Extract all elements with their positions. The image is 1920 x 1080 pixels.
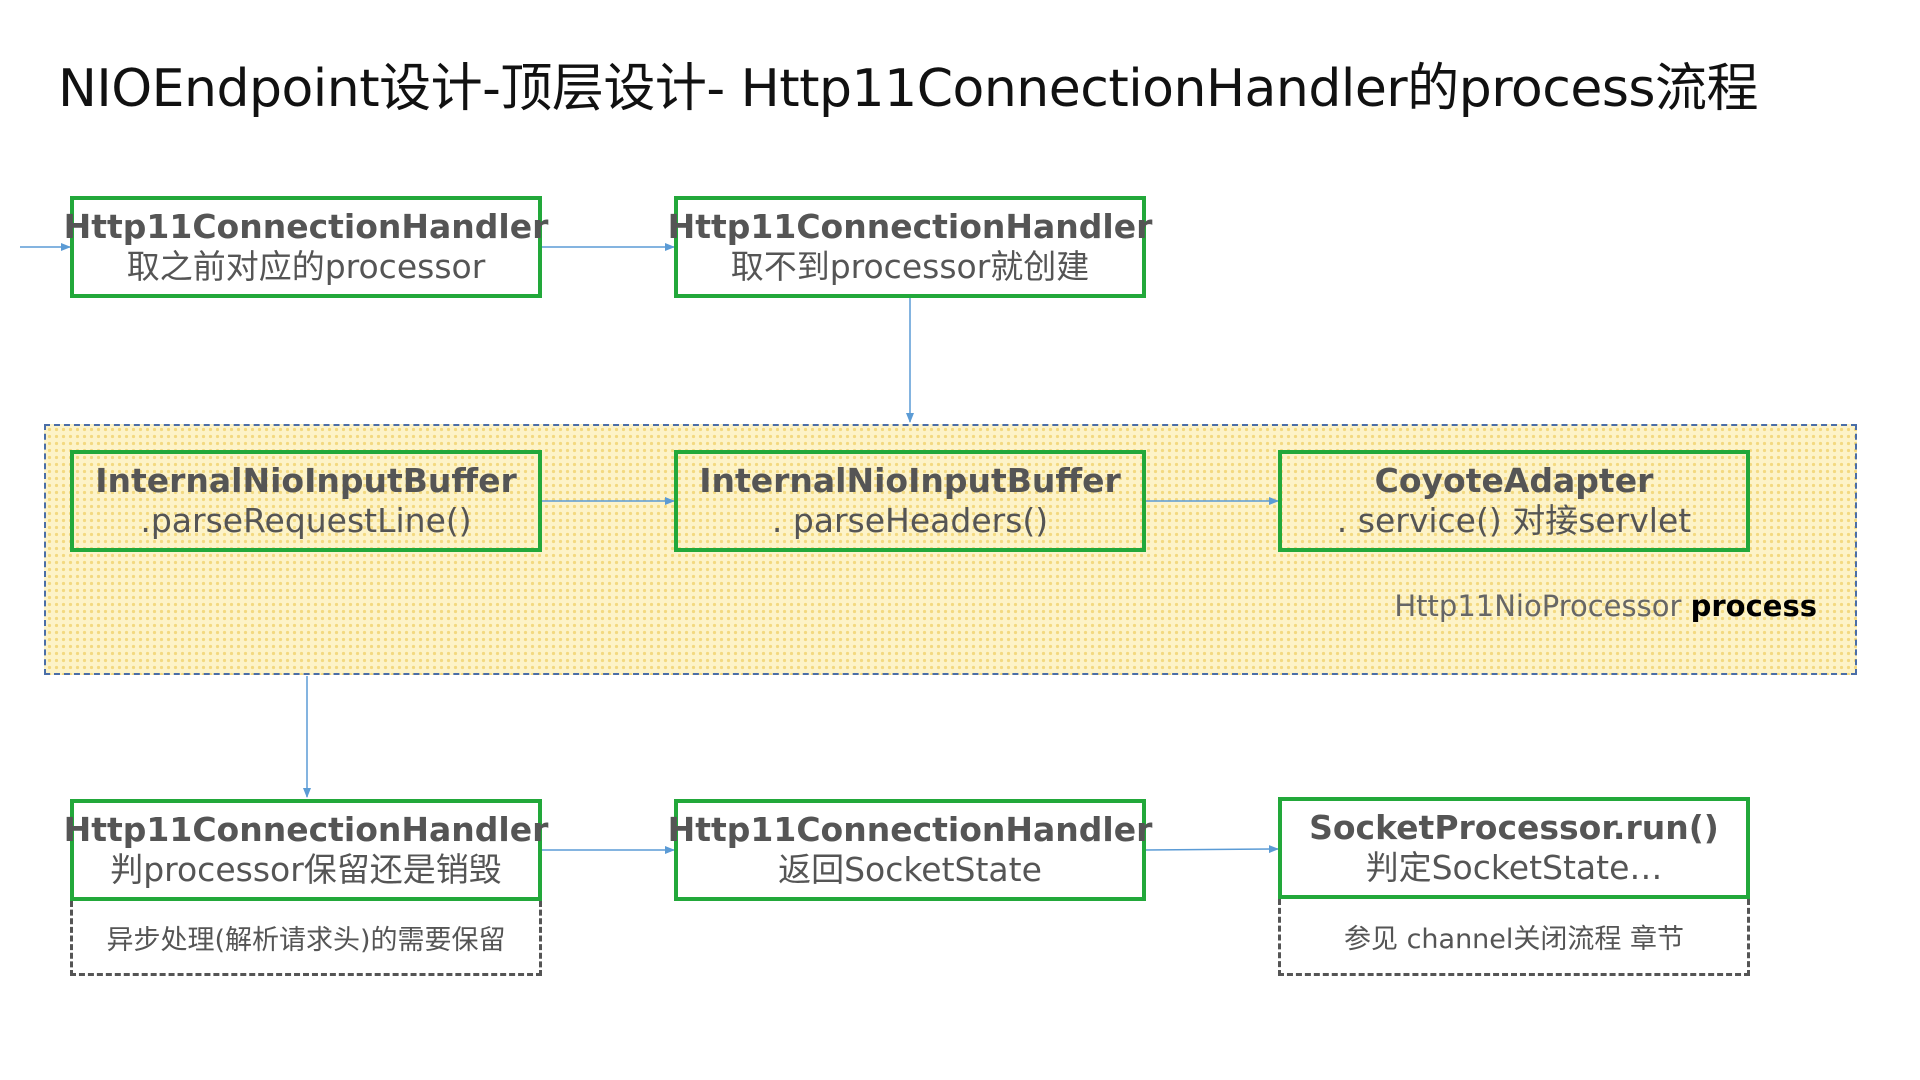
box-subtitle: 判processor保留还是销毁 bbox=[110, 850, 502, 889]
box-subtitle: .parseRequestLine() bbox=[140, 501, 472, 540]
box-title: Http11ConnectionHandler bbox=[63, 810, 549, 850]
box-title: SocketProcessor.run() bbox=[1309, 808, 1719, 848]
box-subtitle: . parseHeaders() bbox=[771, 501, 1049, 540]
box-subtitle: 取不到processor就创建 bbox=[730, 247, 1090, 286]
note-channel-close: 参见 channel关闭流程 章节 bbox=[1278, 899, 1750, 976]
box-title: CoyoteAdapter bbox=[1374, 461, 1654, 501]
box-subtitle: 取之前对应的processor bbox=[126, 247, 486, 286]
box-title: Http11ConnectionHandler bbox=[63, 207, 549, 247]
box-parse-headers: InternalNioInputBuffer . parseHeaders() bbox=[674, 450, 1146, 552]
box-title: InternalNioInputBuffer bbox=[699, 461, 1121, 501]
group-label: Http11NioProcessor process bbox=[1394, 589, 1817, 623]
box-parse-request-line: InternalNioInputBuffer .parseRequestLine… bbox=[70, 450, 542, 552]
box-subtitle: 返回SocketState bbox=[778, 850, 1042, 889]
box-return-socket-state: Http11ConnectionHandler 返回SocketState bbox=[668, 799, 1152, 901]
arrow-b7-b8 bbox=[1144, 845, 1279, 854]
group-label-bold: process bbox=[1690, 589, 1817, 623]
box-title: Http11ConnectionHandler bbox=[667, 810, 1153, 850]
box-title: InternalNioInputBuffer bbox=[95, 461, 517, 501]
box-get-previous-processor: Http11ConnectionHandler 取之前对应的processor bbox=[64, 196, 548, 298]
group-label-prefix: Http11NioProcessor bbox=[1394, 589, 1691, 623]
box-create-processor: Http11ConnectionHandler 取不到processor就创建 bbox=[668, 196, 1152, 298]
box-title: Http11ConnectionHandler bbox=[667, 207, 1153, 247]
box-subtitle: . service() 对接servlet bbox=[1336, 501, 1692, 540]
box-socket-processor-run: SocketProcessor.run() 判定SocketState… bbox=[1278, 797, 1750, 899]
box-subtitle: 判定SocketState… bbox=[1365, 848, 1663, 887]
page-title: NIOEndpoint设计-顶层设计- Http11ConnectionHand… bbox=[58, 59, 1759, 119]
note-async-keep: 异步处理(解析请求头)的需要保留 bbox=[70, 901, 542, 976]
box-coyote-adapter: CoyoteAdapter . service() 对接servlet bbox=[1278, 450, 1750, 552]
box-keep-or-destroy-processor: Http11ConnectionHandler 判processor保留还是销毁 bbox=[64, 799, 548, 901]
